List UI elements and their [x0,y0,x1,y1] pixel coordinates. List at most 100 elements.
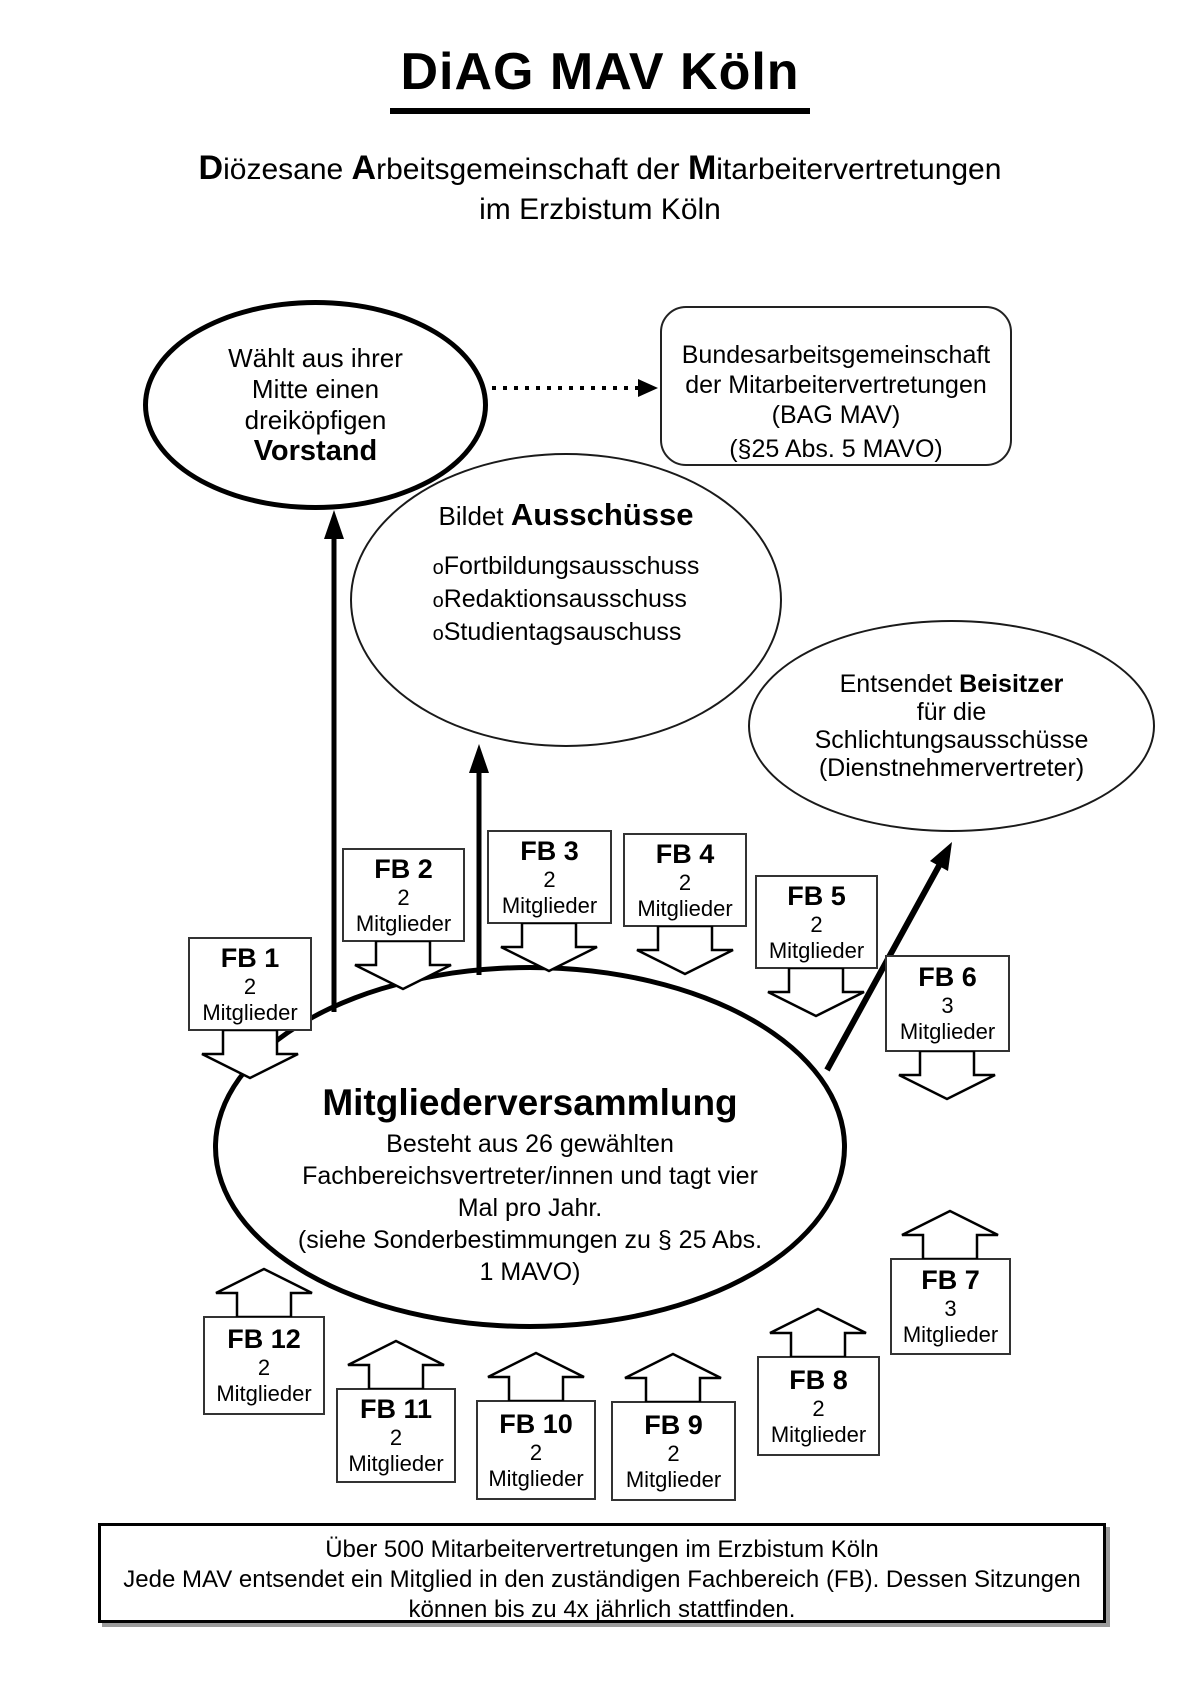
footer-line-1: Über 500 Mitarbeitervertretungen im Erzb… [325,1536,879,1563]
fb-8-up-arrow-icon [769,1307,867,1357]
dotted-arrow-to-bag-icon [492,379,658,397]
beisitzer-line-1: Entsendet Beisitzer [840,670,1064,698]
fb-members: Mitglieder [637,895,733,921]
bag-mav-box: Bundesarbeitsgemeinschaft der Mitarbeite… [660,306,1012,466]
mitgliederversammlung-ellipse: Mitgliederversammlung Besteht aus 26 gew… [213,965,847,1329]
beisitzer-prefix: Entsendet [839,670,960,698]
fb-members: Mitglieder [348,1451,444,1476]
fb-members: Mitglieder [768,937,865,963]
fb-label: FB 4 [655,838,715,869]
ausschuesse-item-2: oRedaktionsausschuss [433,584,700,617]
fb-label: FB 3 [520,835,579,866]
fb-label: FB 2 [374,853,433,884]
beisitzer-line-4: (Dienstnehmervertreter) [818,754,1085,782]
fb-members: Mitglieder [770,1421,867,1447]
fb-7-box: FB 7 3 Mitglieder [890,1258,1011,1355]
fb-members: Mitglieder [899,1019,996,1044]
bag-line-3: (BAG MAV) [771,401,901,429]
subtitle-cap-d: D [198,149,224,187]
fb-members: Mitglieder [625,1466,722,1492]
fb-label: FB 10 [499,1408,573,1439]
fb-label: FB 6 [918,962,977,992]
fb-count: 3 [941,993,954,1018]
page-title-text: DiAG MAV Köln [390,42,810,114]
mitgliederversammlung-title: Mitgliederversammlung [322,1082,738,1123]
fb-12-up-arrow-icon [215,1267,313,1317]
subtitle-line-1: Diözesane Arbeitsgemeinschaft der Mitarb… [0,148,1200,190]
fb-count: 2 [543,866,556,892]
fb-members: Mitglieder [202,999,298,1025]
beisitzer-line-2: für die [916,698,987,726]
fb-label: FB 12 [227,1324,301,1354]
fb-members: Mitglieder [216,1381,312,1406]
vorstand-bold-label: Vorstand [253,435,378,467]
members-line-5: 1 MAVO) [479,1258,581,1286]
fb-2-box: FB 2 2 Mitglieder [342,848,465,942]
beisitzer-ellipse: Entsendet Beisitzer für die Schlichtungs… [748,620,1155,832]
members-line-2: Fachbereichsvertreter/innen und tagt vie… [302,1162,758,1190]
beisitzer-bold-label: Beisitzer [959,670,1064,698]
up-arrow-to-vorstand-icon [324,510,344,1012]
fb-2-down-arrow-icon [354,941,452,991]
up-arrow-to-ausschuesse-icon [469,744,489,975]
fb-12-box: FB 12 2 Mitglieder [203,1316,325,1415]
fb-11-box: FB 11 2 Mitglieder [336,1388,456,1483]
fb-count: 2 [678,869,692,895]
footer-line-2: Jede MAV entsendet ein Mitglied in den z… [123,1566,1081,1593]
fb-3-box: FB 3 2 Mitglieder [487,830,612,924]
footer-info-box: Über 500 Mitarbeitervertretungen im Erzb… [98,1523,1106,1623]
fb-9-box: FB 9 2 Mitglieder [611,1401,736,1501]
fb-members: Mitglieder [488,1465,584,1491]
ausschuesse-heading: Bildet Ausschüsse [439,497,694,533]
fb-1-down-arrow-icon [201,1030,299,1080]
fb-members: Mitglieder [355,910,452,936]
fb-members: Mitglieder [501,892,598,918]
fb-7-up-arrow-icon [901,1209,999,1259]
fb-6-box: FB 6 3 Mitglieder [885,955,1010,1052]
fb-10-box: FB 10 2 Mitglieder [476,1400,596,1500]
fb-3-down-arrow-icon [500,923,598,973]
page-subtitle: Diözesane Arbeitsgemeinschaft der Mitarb… [0,148,1200,230]
fb-5-down-arrow-icon [767,968,865,1018]
bag-line-2: der Mitarbeitervertretungen [685,371,987,399]
subtitle-text-3: itarbeitervertretungen [716,153,1002,186]
fb-count: 2 [810,911,823,937]
fb-count: 2 [397,884,410,910]
fb-9-up-arrow-icon [624,1352,722,1402]
ausschuesse-ellipse: Bildet Ausschüsse oFortbildungsausschuss… [350,453,782,747]
bag-line-4: (§25 Abs. 5 MAVO) [729,435,943,463]
ausschuesse-item-1-label: Fortbildungsausschuss [443,552,700,580]
ausschuesse-list: oFortbildungsausschuss oRedaktionsaussch… [433,551,700,650]
members-line-4: (siehe Sonderbestimmungen zu § 25 Abs. [297,1226,763,1254]
fb-label: FB 7 [921,1265,980,1295]
vorstand-line-1: Wählt aus ihrer [228,343,403,373]
fb-label: FB 1 [220,942,280,973]
fb-label: FB 8 [789,1364,848,1395]
fb-count: 2 [667,1440,680,1466]
fb-5-box: FB 5 2 Mitglieder [755,875,878,969]
bag-line-1: Bundesarbeitsgemeinschaft [681,341,991,369]
circle-bullet-icon: o [432,557,444,579]
fb-6-down-arrow-icon [898,1051,996,1101]
members-line-1: Besteht aus 26 gewählten [386,1130,674,1158]
ausschuesse-heading-bold: Ausschüsse [510,497,694,532]
fb-count: 2 [243,973,257,999]
vorstand-line-3: dreiköpfigen [244,405,387,435]
fb-count: 2 [257,1355,271,1380]
subtitle-line-2: im Erzbistum Köln [479,193,721,226]
footer-line-3: können bis zu 4x jährlich stattfinden. [408,1596,796,1623]
subtitle-cap-a: A [351,149,377,187]
subtitle-text-2: rbeitsgemeinschaft der [376,153,688,186]
fb-4-down-arrow-icon [636,926,734,976]
page-title: DiAG MAV Köln [0,42,1200,114]
fb-count: 2 [812,1395,825,1421]
ausschuesse-heading-prefix: Bildet [438,501,511,531]
ausschuesse-item-2-label: Redaktionsausschuss [443,585,687,613]
fb-label: FB 5 [787,880,846,911]
vorstand-line-2: Mitte einen [251,374,380,404]
vorstand-ellipse: Wählt aus ihrer Mitte einen dreiköpfigen… [143,300,488,510]
circle-bullet-icon: o [432,590,444,612]
fb-count: 2 [389,1425,403,1450]
members-line-3: Mal pro Jahr. [457,1194,603,1222]
